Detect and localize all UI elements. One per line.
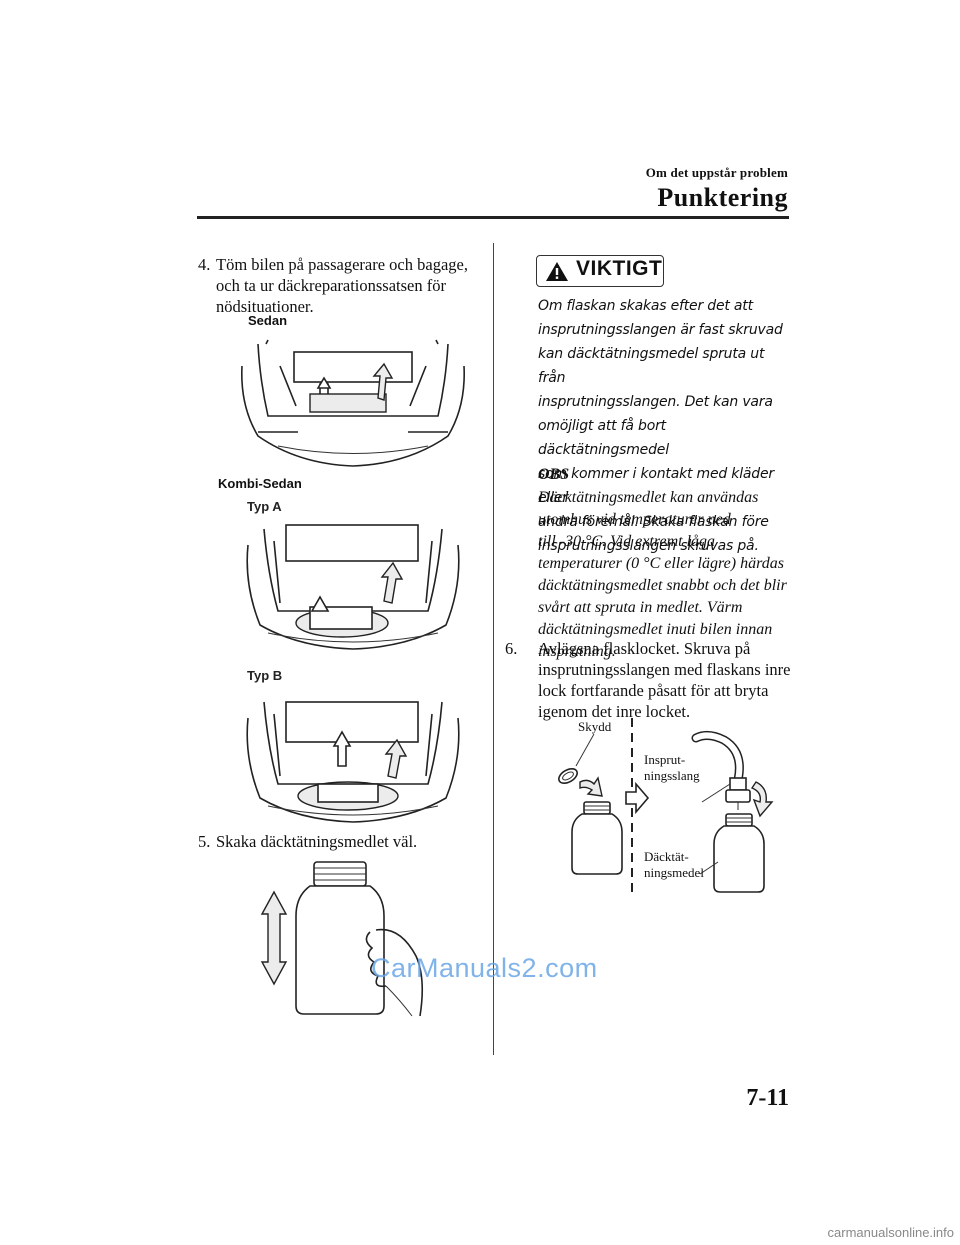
step-line: igenom det inre locket. <box>538 702 691 721</box>
footer-watermark: carmanualsonline.info <box>827 1225 954 1240</box>
shake-bottle-illustration <box>260 861 424 1017</box>
warning-line: insprutningsslangen. Det kan vara <box>538 394 773 410</box>
warning-line: insprutningsslangen är fast skruvad <box>538 322 783 338</box>
figure-label-kombi-sedan: Kombi-Sedan <box>218 476 302 491</box>
note-line: temperaturer (0 °C eller lägre) härdas <box>538 555 784 572</box>
warning-line: Om flaskan skakas efter det att <box>538 298 753 314</box>
figure-label-sedan: Sedan <box>248 313 288 328</box>
kombi-typ-a-illustration <box>246 524 460 650</box>
step-line: insprutningsslangen med flaskans inre <box>538 660 791 679</box>
note-line: insprutning. <box>538 643 616 660</box>
column-divider <box>493 243 494 1055</box>
warning-icon <box>546 262 568 281</box>
step-number: 5. <box>198 832 211 851</box>
warning-title: VIKTIGT <box>576 257 663 280</box>
sedan-trunk-illustration <box>241 339 465 467</box>
callout-line: ningsmedel <box>644 865 704 880</box>
warning-text: Om flaskan skakas efter det att insprutn… <box>538 294 792 558</box>
step-text: Skaka däcktätningsmedlet väl. <box>216 832 418 851</box>
note-line: däcktätningsmedlet inuti bilen innan <box>538 621 773 638</box>
step-number: 6. <box>505 639 518 658</box>
callout-line: Insprut- <box>644 752 686 767</box>
step-line: Avlägsna flasklocket. Skruva på <box>538 639 751 658</box>
step-line: lock fortfarande påsatt för att bryta <box>538 681 769 700</box>
header-rule <box>197 216 789 219</box>
note-line: utomhus vid temperaturer ned <box>538 511 731 528</box>
callout-hose: Insprut- ningsslang <box>644 752 700 784</box>
step-line: Töm bilen på passagerare och bagage, <box>216 255 468 274</box>
step-line: nödsituationer. <box>216 297 314 316</box>
callout-sealant: Däcktät- ningsmedel <box>644 849 704 881</box>
note-line: Däcktätningsmedlet kan användas <box>538 489 759 506</box>
figure-label-typ-a: Typ A <box>247 499 282 514</box>
note-text: Däcktätningsmedlet kan användas utomhus … <box>538 487 800 663</box>
warning-line: som kommer i kontakt med kläder eller <box>538 466 774 506</box>
callout-line: ningsslang <box>644 768 700 783</box>
note-line: till -30 °C. Vid extremt låga <box>538 533 716 550</box>
warning-line: andra föremål. Skaka flaskan före <box>538 514 769 530</box>
hose-assembly-illustration <box>558 718 774 893</box>
callout-skydd: Skydd <box>578 719 612 734</box>
figure-label-typ-b: Typ B <box>247 668 283 683</box>
watermark: CarManuals2.com <box>371 953 598 983</box>
page-number: 7-11 <box>746 1085 789 1111</box>
section-header: Om det uppstår problem <box>645 165 788 180</box>
kombi-typ-b-illustration <box>246 701 460 823</box>
note-title: OBS <box>538 466 570 483</box>
step-line: och ta ur däckreparationssatsen för <box>216 276 446 295</box>
note-line: svårt att spruta in medlet. Värm <box>538 599 743 616</box>
page-title: Punktering <box>657 183 788 212</box>
callout-line: Däcktät- <box>644 849 689 864</box>
warning-line: kan däcktätningsmedel spruta ut från <box>538 346 765 386</box>
warning-line: omöjligt att få bort däcktätningsmedel <box>538 418 669 458</box>
warning-badge <box>536 255 664 287</box>
step-number: 4. <box>198 255 211 274</box>
note-line: däcktätningsmedlet snabbt och det blir <box>538 577 787 594</box>
warning-line: insprutningsslangen skruvas på. <box>538 538 759 554</box>
